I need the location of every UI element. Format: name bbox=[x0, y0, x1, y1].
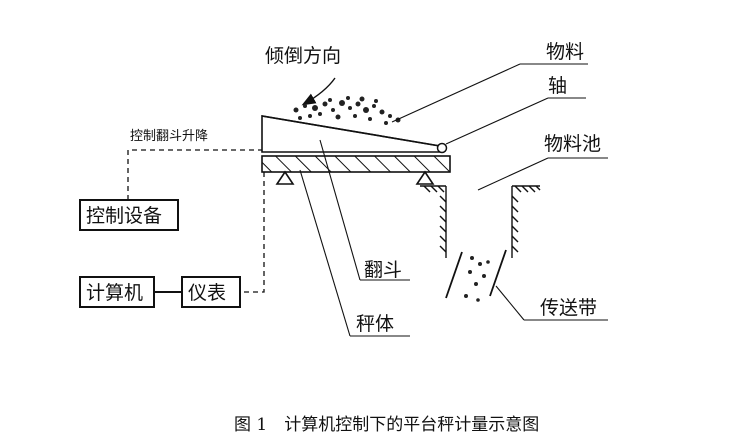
right-support bbox=[415, 170, 435, 185]
falling-material bbox=[464, 256, 490, 302]
figure-caption: 图 1 计算机控制下的平台秤计量示意图 bbox=[234, 415, 539, 435]
tipping-bucket bbox=[261, 115, 441, 153]
material-label: 物料 bbox=[546, 41, 584, 63]
lift-control-line bbox=[127, 149, 262, 200]
axis-label: 轴 bbox=[548, 75, 567, 97]
scale-platform bbox=[261, 155, 451, 173]
instrument-label: 仪表 bbox=[188, 282, 226, 304]
bucket-lift-control-label: 控制翻斗升降 bbox=[130, 129, 208, 144]
tilt-direction-arrow bbox=[301, 77, 336, 106]
material-pool bbox=[420, 185, 541, 258]
axis-pivot bbox=[436, 142, 448, 154]
control-device-label: 控制设备 bbox=[86, 205, 162, 227]
scale-signal-line bbox=[240, 172, 265, 293]
left-support bbox=[275, 170, 295, 185]
conveyor-belt-label: 传送带 bbox=[540, 297, 597, 319]
tipping-bucket-label: 翻斗 bbox=[364, 259, 402, 281]
computer-box bbox=[79, 276, 155, 308]
conveyor-belt bbox=[445, 249, 507, 299]
material-pool-label: 物料池 bbox=[544, 133, 601, 155]
computer-label: 计算机 bbox=[86, 282, 143, 304]
scale-body-label: 秤体 bbox=[356, 313, 394, 335]
control-device-box bbox=[79, 199, 179, 231]
instrument-box bbox=[181, 276, 241, 308]
tilt-direction-label: 倾倒方向 bbox=[265, 45, 341, 67]
material-particles bbox=[293, 96, 401, 125]
